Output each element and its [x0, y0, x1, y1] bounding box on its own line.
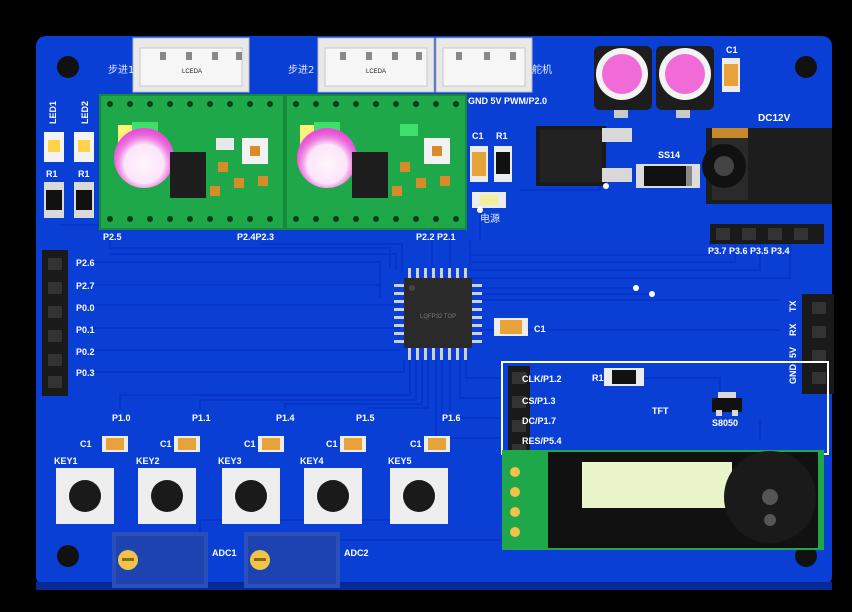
- power-resistor: [494, 146, 512, 182]
- pin-label-p22p21: P2.2 P2.1: [416, 232, 456, 242]
- key4-cap-label: C1: [326, 439, 338, 449]
- key4-switch[interactable]: [304, 468, 362, 524]
- key1-pin: P1.0: [112, 413, 131, 423]
- stepper1-label: 步进1: [108, 64, 134, 76]
- r1-label-power: R1: [496, 131, 508, 141]
- power-cap: [470, 146, 488, 182]
- electrolytic-cap-2: [656, 46, 714, 118]
- tft-resistor: [604, 368, 644, 386]
- stepper2-label: 步进2: [288, 64, 314, 76]
- key3-pin: P1.4: [276, 413, 295, 423]
- left-header: [42, 250, 68, 396]
- mounting-holes: [57, 56, 817, 567]
- key2-switch[interactable]: [138, 468, 196, 524]
- r1-label-tft: R1: [592, 373, 604, 383]
- key2-pin: P1.1: [192, 413, 211, 423]
- r1-label-a: R1: [46, 169, 58, 179]
- key5-switch[interactable]: [390, 468, 448, 524]
- key1-cap-label: C1: [80, 439, 92, 449]
- cap-smd-top: [722, 58, 740, 92]
- adc1-potentiometer[interactable]: [112, 532, 208, 588]
- electrolytic-cap-1: [594, 46, 652, 118]
- c1-label-mcu: C1: [534, 324, 546, 334]
- left-pin-0: P2.6: [76, 258, 95, 268]
- left-pin-1: P2.7: [76, 281, 95, 291]
- dc12v-label: DC12V: [758, 113, 791, 124]
- servo-header-label: GND 5V PWM/P2.0: [468, 96, 547, 106]
- key4-label: KEY4: [300, 456, 324, 466]
- connector-brand: LCEDA: [366, 69, 386, 75]
- r1-label-b: R1: [78, 169, 90, 179]
- led2-label: LED2: [80, 101, 90, 124]
- left-pin-4: P0.2: [76, 347, 95, 357]
- c1-label-power: C1: [472, 131, 484, 141]
- stepper2-connector: LCEDA: [317, 37, 435, 93]
- resistor-led2: [74, 182, 94, 218]
- mcu-marking: LQFP32 TOP: [420, 314, 456, 320]
- tft-pin-1: CS/P1.3: [522, 396, 556, 406]
- header-p3x-label: P3.7 P3.6 P3.5 P3.4: [708, 246, 790, 256]
- key3-label: KEY3: [218, 456, 242, 466]
- stepper-driver-1: [99, 94, 285, 230]
- key2-cap-label: C1: [160, 439, 172, 449]
- uart-header: [802, 294, 834, 394]
- pcb-traces: [60, 135, 791, 541]
- s8050-label: S8050: [712, 418, 738, 428]
- tft-pin-3: RES/P5.4: [522, 436, 562, 446]
- led1: [44, 132, 64, 162]
- tft-label: TFT: [652, 406, 669, 416]
- mcu-chip: LQFP32 TOP: [394, 268, 482, 360]
- servo-label: 舵机: [532, 63, 552, 76]
- stepper1-connector: LCEDA: [132, 37, 250, 93]
- pin-label-p25: P2.5: [103, 232, 122, 242]
- left-pin-5: P0.3: [76, 368, 95, 378]
- adc2-label: ADC2: [344, 548, 369, 558]
- adc1-label: ADC1: [212, 548, 237, 558]
- left-pin-3: P0.1: [76, 325, 95, 335]
- s8050-transistor: [712, 392, 742, 416]
- mcu-decoupling-cap: [494, 318, 528, 336]
- power-led: [472, 192, 506, 208]
- servo-connector: [435, 37, 533, 93]
- uart-rx: RX: [788, 323, 798, 336]
- uart-gnd: GND: [788, 364, 798, 385]
- key-caps: [102, 436, 450, 452]
- adc2-potentiometer[interactable]: [244, 532, 340, 588]
- led2: [74, 132, 94, 162]
- uart-5v: 5V: [788, 347, 798, 358]
- key1-switch[interactable]: [56, 468, 114, 524]
- key5-pin: P1.6: [442, 413, 461, 423]
- dc-jack: [702, 128, 832, 204]
- key3-cap-label: C1: [244, 439, 256, 449]
- key5-cap-label: C1: [410, 439, 422, 449]
- buzzer: [724, 451, 816, 543]
- key3-switch[interactable]: [222, 468, 280, 524]
- tft-pin-2: DC/P1.7: [522, 416, 556, 426]
- led1-label: LED1: [48, 101, 58, 124]
- key1-label: KEY1: [54, 456, 78, 466]
- key2-label: KEY2: [136, 456, 160, 466]
- header-p3x: [710, 224, 824, 244]
- ss14-label: SS14: [658, 150, 680, 160]
- key4-pin: P1.5: [356, 413, 375, 423]
- ss14-diode: [636, 164, 700, 188]
- resistor-led1: [44, 182, 64, 218]
- power-label: 电源: [480, 212, 500, 225]
- left-pin-2: P0.0: [76, 303, 95, 313]
- key5-label: KEY5: [388, 456, 412, 466]
- c1-label-top: C1: [726, 45, 738, 55]
- pin-label-p24p23: P2.4P2.3: [237, 232, 274, 242]
- stepper-driver-2: [285, 94, 467, 230]
- uart-tx: TX: [788, 300, 798, 312]
- connector-brand: LCEDA: [182, 69, 202, 75]
- tft-pin-0: CLK/P1.2: [522, 374, 562, 384]
- voltage-regulator: [536, 126, 632, 186]
